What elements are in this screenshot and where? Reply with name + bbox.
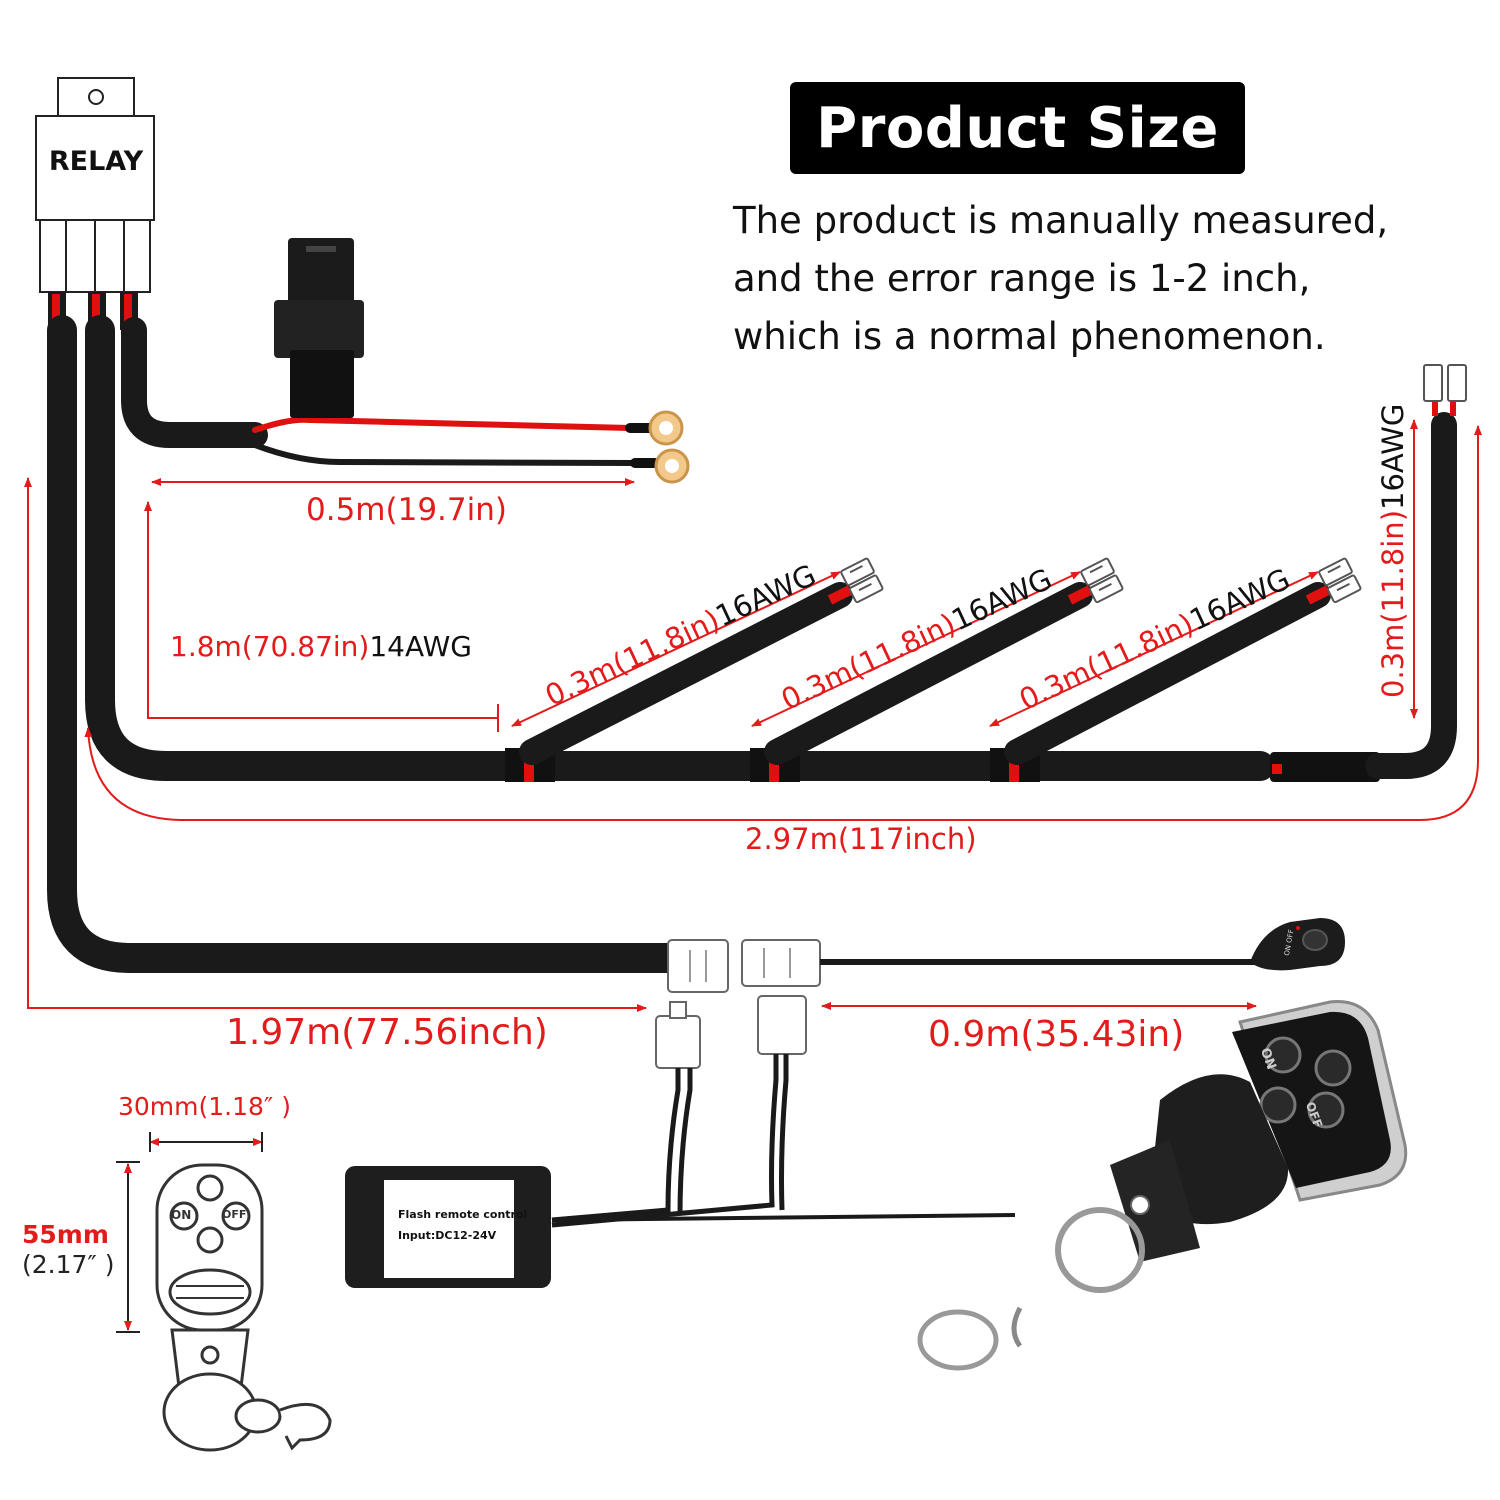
remote-height-in: (2.17″ ) xyxy=(22,1250,115,1279)
relay xyxy=(35,77,155,293)
spade-connectors xyxy=(840,364,1467,604)
branch-label-4: 0.3m(11.8in)16AWG xyxy=(1376,404,1410,698)
main-length: 1.8m(70.87in) xyxy=(170,630,370,663)
remote-fob-outline xyxy=(155,1163,332,1452)
controller-leads xyxy=(551,995,1016,1228)
controller-label-line2: Input:DC12-24V xyxy=(398,1229,497,1242)
total-length: 2.97m(117inch) xyxy=(745,822,977,856)
note-line: The product is manually measured, xyxy=(733,199,1389,242)
main-length-label: 1.8m(70.87in)14AWG xyxy=(170,630,472,663)
relay-label: RELAY xyxy=(48,146,144,177)
ring-terminals xyxy=(648,410,690,484)
main-awg: 14AWG xyxy=(369,630,472,663)
branch-awg: 16AWG xyxy=(1376,403,1410,510)
fuse-holder xyxy=(274,238,364,418)
remote-size-arrows xyxy=(116,1132,263,1333)
dimension-arrows xyxy=(24,419,1482,1012)
switch-cable-length: 0.9m(35.43in) xyxy=(928,1014,1185,1055)
remote-width: 30mm(1.18″ ) xyxy=(118,1092,291,1121)
switch-lead-length: 1.97m(77.56inch) xyxy=(226,1012,548,1053)
outline-off-label: OFF xyxy=(222,1208,247,1221)
fuse-leads xyxy=(252,416,660,468)
switch-connectors xyxy=(667,939,1255,993)
controller-box xyxy=(345,1166,551,1288)
connector-red-tips xyxy=(1432,402,1456,416)
fuse-lead-length: 0.5m(19.7in) xyxy=(306,492,507,528)
title-banner: Product Size xyxy=(790,82,1245,174)
note-line: which is a normal phenomenon. xyxy=(733,315,1326,358)
branch-length: 0.3m(11.8in) xyxy=(1376,509,1410,698)
rocker-switch xyxy=(1250,918,1345,971)
outline-on-label: ON xyxy=(171,1208,192,1222)
controller-label-line1: Flash remote control xyxy=(398,1208,528,1221)
measurement-note: The product is manually measured, and th… xyxy=(733,192,1493,366)
note-line: and the error range is 1-2 inch, xyxy=(733,257,1311,300)
remote-fob-large xyxy=(917,1000,1408,1371)
remote-height-mm: 55mm xyxy=(22,1220,109,1249)
